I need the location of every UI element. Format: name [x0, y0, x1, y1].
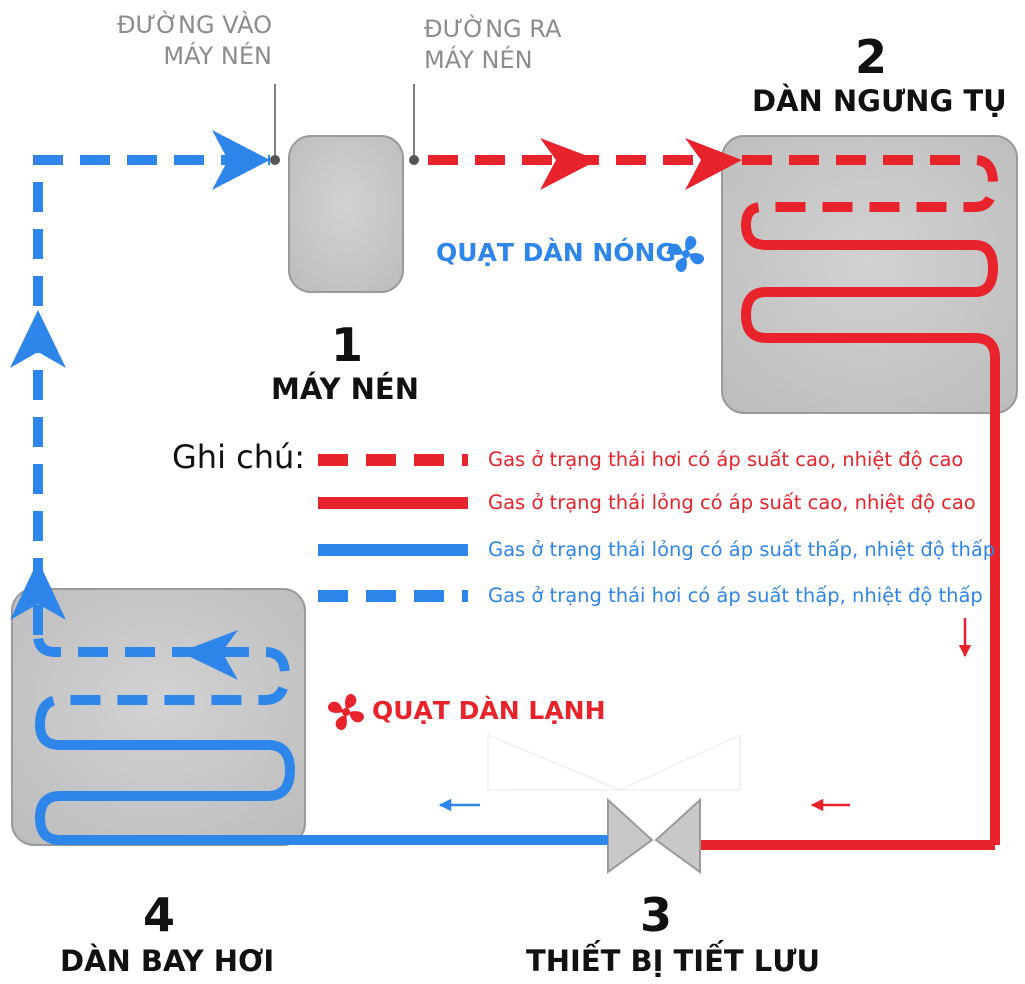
- suction-arrow-up-2: [10, 310, 66, 368]
- evaporator-number: 4: [143, 888, 176, 942]
- discharge-arrow-2: [685, 138, 742, 190]
- expansion-number: 3: [640, 888, 673, 942]
- legend-title: Ghi chú:: [172, 438, 306, 476]
- evaporator-arrow: [180, 630, 238, 680]
- compressor-box: [288, 135, 404, 293]
- compressor-number: 1: [331, 318, 364, 372]
- evaporator-coil-liquid: [34, 724, 330, 845]
- condenser-name: DÀN NGƯNG TỤ: [752, 84, 1007, 118]
- evaporator-coil-vapor: [33, 634, 291, 726]
- suction-line: [33, 155, 270, 635]
- inlet-point: [270, 155, 280, 165]
- compressor-name: MÁY NÉN: [271, 372, 419, 406]
- legend-item-4: Gas ở trạng thái hơi có áp suất thấp, nh…: [488, 584, 983, 607]
- condenser-coil-liquid: [740, 224, 1000, 845]
- legend-item-3: Gas ở trạng thái lỏng có áp suất thấp, n…: [488, 538, 996, 561]
- compressor-inlet-label: ĐƯỜNG VÀO MÁY NÉN: [116, 11, 272, 70]
- compressor-outlet-label: ĐƯỜNG RA MÁY NÉN: [424, 15, 562, 74]
- legend-item-1: Gas ở trạng thái hơi có áp suất cao, nhi…: [488, 448, 964, 471]
- hot-fan-label: QUẠT DÀN NÓNG: [436, 238, 677, 267]
- expansion-valve: [607, 797, 701, 874]
- condenser-number: 2: [855, 30, 888, 84]
- condenser-coil-vapor: [741, 155, 999, 226]
- cold-fan-label: QUẠT DÀN LẠNH: [372, 696, 606, 725]
- discharge-arrow-1: [540, 138, 598, 190]
- outlet-point: [409, 155, 419, 165]
- evaporator-box: [11, 588, 306, 846]
- expansion-name: THIẾT BỊ TIẾT LƯU: [526, 944, 821, 978]
- valve-ghost: [487, 733, 741, 791]
- hot-fan-icon: [667, 235, 705, 273]
- suction-arrow-up-1: [10, 560, 66, 620]
- condenser-box: [721, 135, 1018, 414]
- cold-fan-icon: [327, 693, 365, 731]
- suction-arrow-right: [212, 130, 270, 190]
- evaporator-name: DÀN BAY HƠI: [60, 944, 275, 978]
- legend-item-2: Gas ở trạng thái lỏng có áp suất cao, nh…: [488, 491, 976, 514]
